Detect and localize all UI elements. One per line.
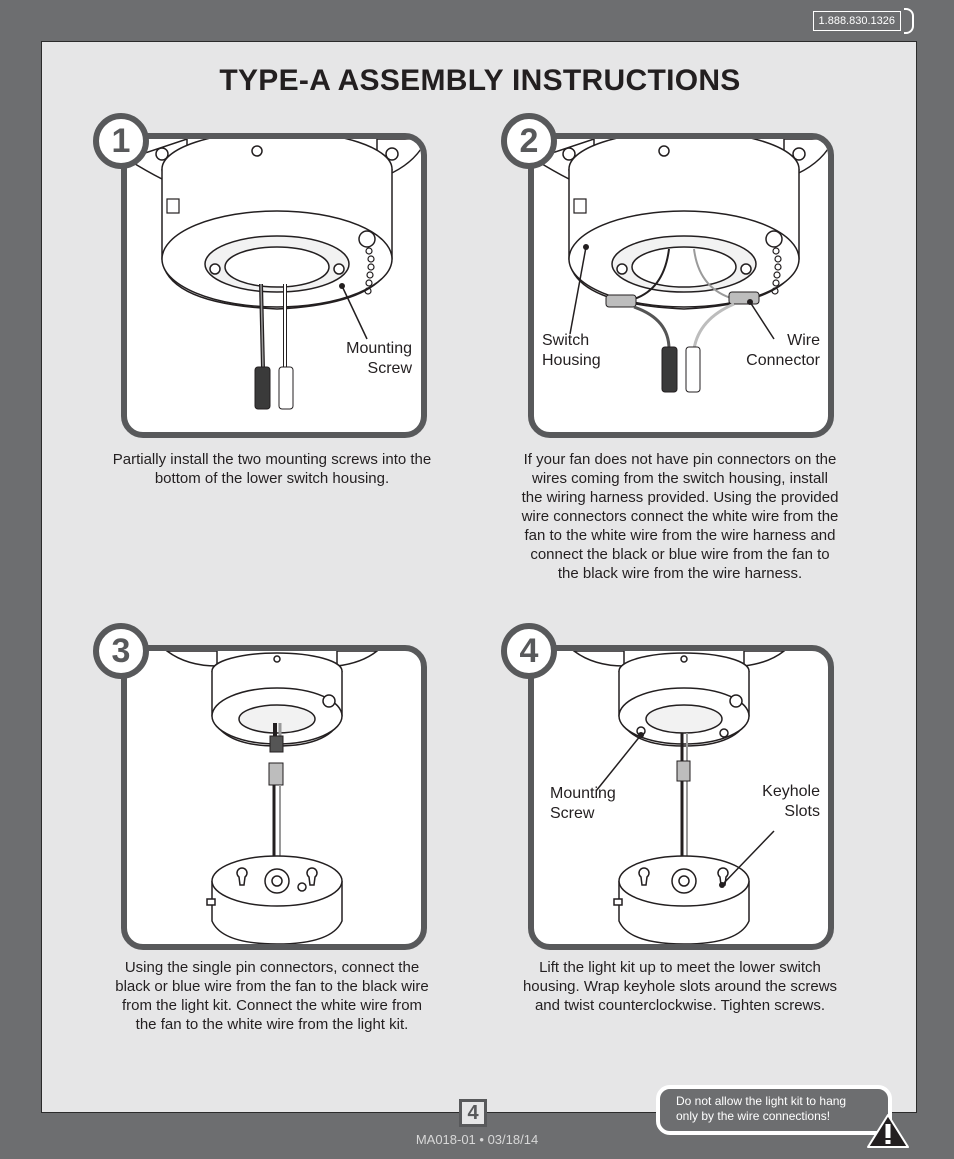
label-line: Mounting bbox=[550, 785, 616, 802]
phone-number: 1.888.830.1326 bbox=[812, 11, 901, 31]
warning-text-line: Do not allow the light kit to hang bbox=[676, 1094, 847, 1108]
step-number: 2 bbox=[519, 121, 539, 160]
label-line: Wire bbox=[787, 332, 820, 349]
step-1-mounting-screw-label: Mounting Screw bbox=[332, 339, 412, 379]
warning-text-line: only by the wire connections! bbox=[676, 1109, 831, 1123]
label-line: Switch bbox=[542, 332, 590, 349]
label-line: Screw bbox=[550, 805, 595, 822]
label-line: Mounting bbox=[346, 340, 412, 357]
step-2-switch-housing-label: Switch Housing bbox=[542, 331, 601, 371]
step-3-light-kit-connect-drawing bbox=[165, 651, 379, 944]
step-number: 1 bbox=[111, 121, 131, 160]
exclamation-triangle-icon bbox=[867, 1114, 909, 1148]
step-2-wiring-drawing bbox=[534, 139, 828, 393]
step-2-wire-connector-label: Wire Connector bbox=[722, 331, 820, 371]
label-line: Keyhole bbox=[762, 783, 820, 800]
step-1-number-badge: 1 bbox=[93, 113, 149, 169]
step-2-caption: If your fan does not have pin connectors… bbox=[521, 451, 839, 582]
instruction-sheet: TYPE-A ASSEMBLY INSTRUCTIONS bbox=[41, 41, 917, 1113]
label-line: Connector bbox=[746, 352, 820, 369]
step-4-illustration bbox=[528, 645, 834, 950]
step-4-keyhole-slots-label: Keyhole Slots bbox=[732, 782, 820, 822]
step-2-number-badge: 2 bbox=[501, 113, 557, 169]
label-line: Screw bbox=[367, 360, 412, 377]
label-line: Housing bbox=[542, 352, 601, 369]
step-4-number-badge: 4 bbox=[501, 623, 557, 679]
step-3-caption: Using the single pin connectors, connect… bbox=[115, 959, 429, 1033]
phone-number-box: 1.888.830.1326 bbox=[812, 8, 914, 34]
step-4-mounting-screw-label: Mounting Screw bbox=[550, 784, 616, 824]
step-number: 3 bbox=[111, 631, 131, 670]
label-line: Slots bbox=[784, 803, 820, 820]
step-3-number-badge: 3 bbox=[93, 623, 149, 679]
step-4-caption: Lift the light kit up to meet the lower … bbox=[522, 959, 838, 1014]
step-number: 4 bbox=[519, 631, 539, 670]
step-2-illustration bbox=[528, 133, 834, 438]
step-1-illustration bbox=[121, 133, 427, 438]
warning-callout: Do not allow the light kit to hang only … bbox=[656, 1085, 892, 1135]
step-1-caption: Partially install the two mounting screw… bbox=[112, 451, 432, 487]
step-3-illustration bbox=[121, 645, 427, 950]
step-4-light-kit-mount-drawing bbox=[572, 651, 786, 944]
document-code: MA018-01 • 03/18/14 bbox=[415, 1132, 539, 1147]
page-number: 4 bbox=[459, 1099, 487, 1127]
step-1-fan-housing-drawing bbox=[127, 139, 421, 410]
phone-handset-icon bbox=[904, 8, 914, 34]
page-title: TYPE-A ASSEMBLY INSTRUCTIONS bbox=[219, 64, 741, 97]
